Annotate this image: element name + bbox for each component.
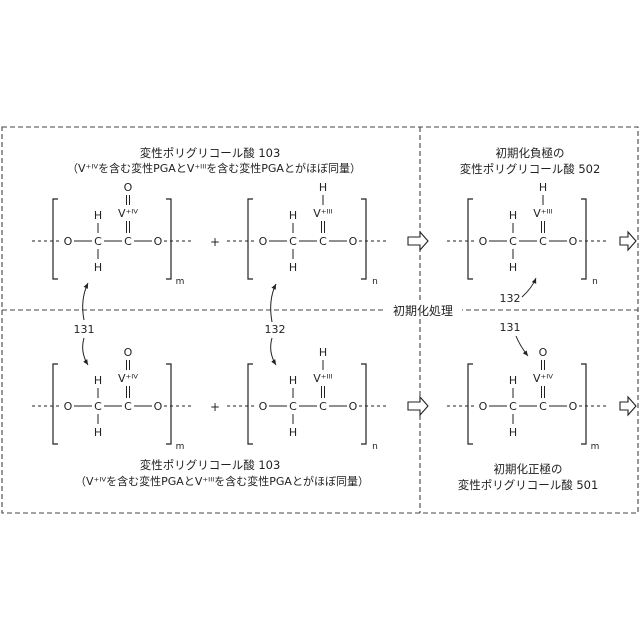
oxygen-atom: O: [124, 181, 133, 194]
flow-arrow-bottom-middle: [408, 397, 428, 415]
repeat-subscript: n: [372, 277, 378, 287]
hydrogen-atom: H: [289, 261, 297, 274]
carbon-atom: C: [319, 235, 327, 248]
carbon-atom: C: [539, 400, 547, 413]
carbon-atom: C: [509, 400, 517, 413]
unit-top-middle-v3: OCCOHHV⁺ᴵᴵᴵHn: [227, 181, 389, 287]
oxygen-atom: O: [259, 235, 268, 248]
unit-bottom-left-v4: OCCOHHV⁺ᴵⱽOm: [32, 346, 194, 452]
hydrogen-atom: H: [94, 374, 102, 387]
carbon-atom: C: [94, 400, 102, 413]
molecules: OCCOHHV⁺ᴵⱽOmOCCOHHV⁺ᴵᴵᴵHnOCCOHHV⁺ᴵᴵᴵHnOC…: [32, 181, 609, 452]
callout-132-top: 132: [265, 284, 286, 365]
oxygen-atom: O: [479, 400, 488, 413]
carbon-atom: C: [539, 235, 547, 248]
vanadium-atom: V⁺ᴵⱽ: [118, 207, 138, 220]
unit-bottom-middle-v3: OCCOHHV⁺ᴵᴵᴵHn: [227, 346, 389, 452]
top-right-title-line1: 初期化負極の: [496, 146, 565, 160]
oxygen-atom: O: [349, 400, 358, 413]
hydrogen-atom: H: [94, 209, 102, 222]
bottom-right-title-line1: 初期化正極の: [494, 462, 563, 476]
oxygen-atom: O: [64, 235, 73, 248]
bottom-right-title-line2: 変性ポリグリコール酸 501: [458, 478, 599, 492]
vanadium-atom: V⁺ᴵⱽ: [533, 372, 553, 385]
repeat-subscript: n: [592, 277, 598, 287]
carbon-atom: C: [289, 400, 297, 413]
callout-132-right: 132: [500, 278, 537, 305]
hydrogen-atom: H: [509, 209, 517, 222]
vanadium-atom: V⁺ᴵᴵᴵ: [313, 207, 332, 220]
top-left-subtitle: （V⁺ᴵⱽを含む変性PGAとV⁺ᴵᴵᴵを含む変性PGAとがほぼ同量）: [67, 162, 361, 176]
flow-arrow-top-right: [620, 232, 636, 250]
oxygen-atom: O: [349, 235, 358, 248]
flow-arrow-bottom-right: [620, 397, 636, 415]
carbon-atom: C: [289, 235, 297, 248]
oxygen-atom: O: [64, 400, 73, 413]
hydrogen-atom: H: [319, 181, 327, 194]
vanadium-atom: V⁺ᴵⱽ: [118, 372, 138, 385]
hydrogen-atom: H: [509, 426, 517, 439]
oxygen-atom: O: [154, 235, 163, 248]
vanadium-atom: V⁺ᴵᴵᴵ: [533, 207, 552, 220]
hydrogen-atom: H: [289, 374, 297, 387]
plus-sign: +: [210, 400, 220, 414]
hydrogen-atom: H: [509, 374, 517, 387]
repeat-subscript: n: [372, 442, 378, 452]
unit-top-right-v3: OCCOHHV⁺ᴵᴵᴵHn: [447, 181, 609, 287]
callout-131-label: 131: [74, 323, 95, 336]
hydrogen-atom: H: [289, 426, 297, 439]
callout-132-right-label: 132: [500, 292, 521, 305]
callout-132-label: 132: [265, 323, 286, 336]
callout-131-right: 131: [500, 321, 529, 356]
plus-sign: +: [210, 235, 220, 249]
repeat-subscript: m: [176, 277, 185, 287]
bottom-left-title: 変性ポリグリコール酸 103: [140, 458, 281, 472]
oxygen-atom: O: [569, 235, 578, 248]
hydrogen-atom: H: [319, 346, 327, 359]
oxygen-atom: O: [539, 346, 548, 359]
carbon-atom: C: [124, 235, 132, 248]
unit-bottom-right-v4: OCCOHHV⁺ᴵⱽOm: [447, 346, 609, 452]
oxygen-atom: O: [479, 235, 488, 248]
carbon-atom: C: [319, 400, 327, 413]
carbon-atom: C: [124, 400, 132, 413]
vanadium-atom: V⁺ᴵᴵᴵ: [313, 372, 332, 385]
hydrogen-atom: H: [539, 181, 547, 194]
top-left-title: 変性ポリグリコール酸 103: [140, 146, 281, 160]
repeat-subscript: m: [591, 442, 600, 452]
callout-131-right-label: 131: [500, 321, 521, 334]
flow-arrows: [408, 232, 636, 415]
bottom-left-subtitle: （V⁺ᴵⱽを含む変性PGAとV⁺ᴵᴵᴵを含む変性PGAとがほぼ同量）: [75, 475, 369, 489]
process-label: 初期化処理: [393, 304, 453, 318]
oxygen-atom: O: [154, 400, 163, 413]
hydrogen-atom: H: [94, 426, 102, 439]
oxygen-atom: O: [124, 346, 133, 359]
flow-arrow-top-middle: [408, 232, 428, 250]
hydrogen-atom: H: [94, 261, 102, 274]
hydrogen-atom: H: [509, 261, 517, 274]
carbon-atom: C: [94, 235, 102, 248]
callout-131-top: 131: [74, 283, 95, 365]
carbon-atom: C: [509, 235, 517, 248]
hydrogen-atom: H: [289, 209, 297, 222]
oxygen-atom: O: [259, 400, 268, 413]
oxygen-atom: O: [569, 400, 578, 413]
repeat-subscript: m: [176, 442, 185, 452]
unit-top-left-v4: OCCOHHV⁺ᴵⱽOm: [32, 181, 194, 287]
top-right-title-line2: 変性ポリグリコール酸 502: [460, 162, 601, 176]
